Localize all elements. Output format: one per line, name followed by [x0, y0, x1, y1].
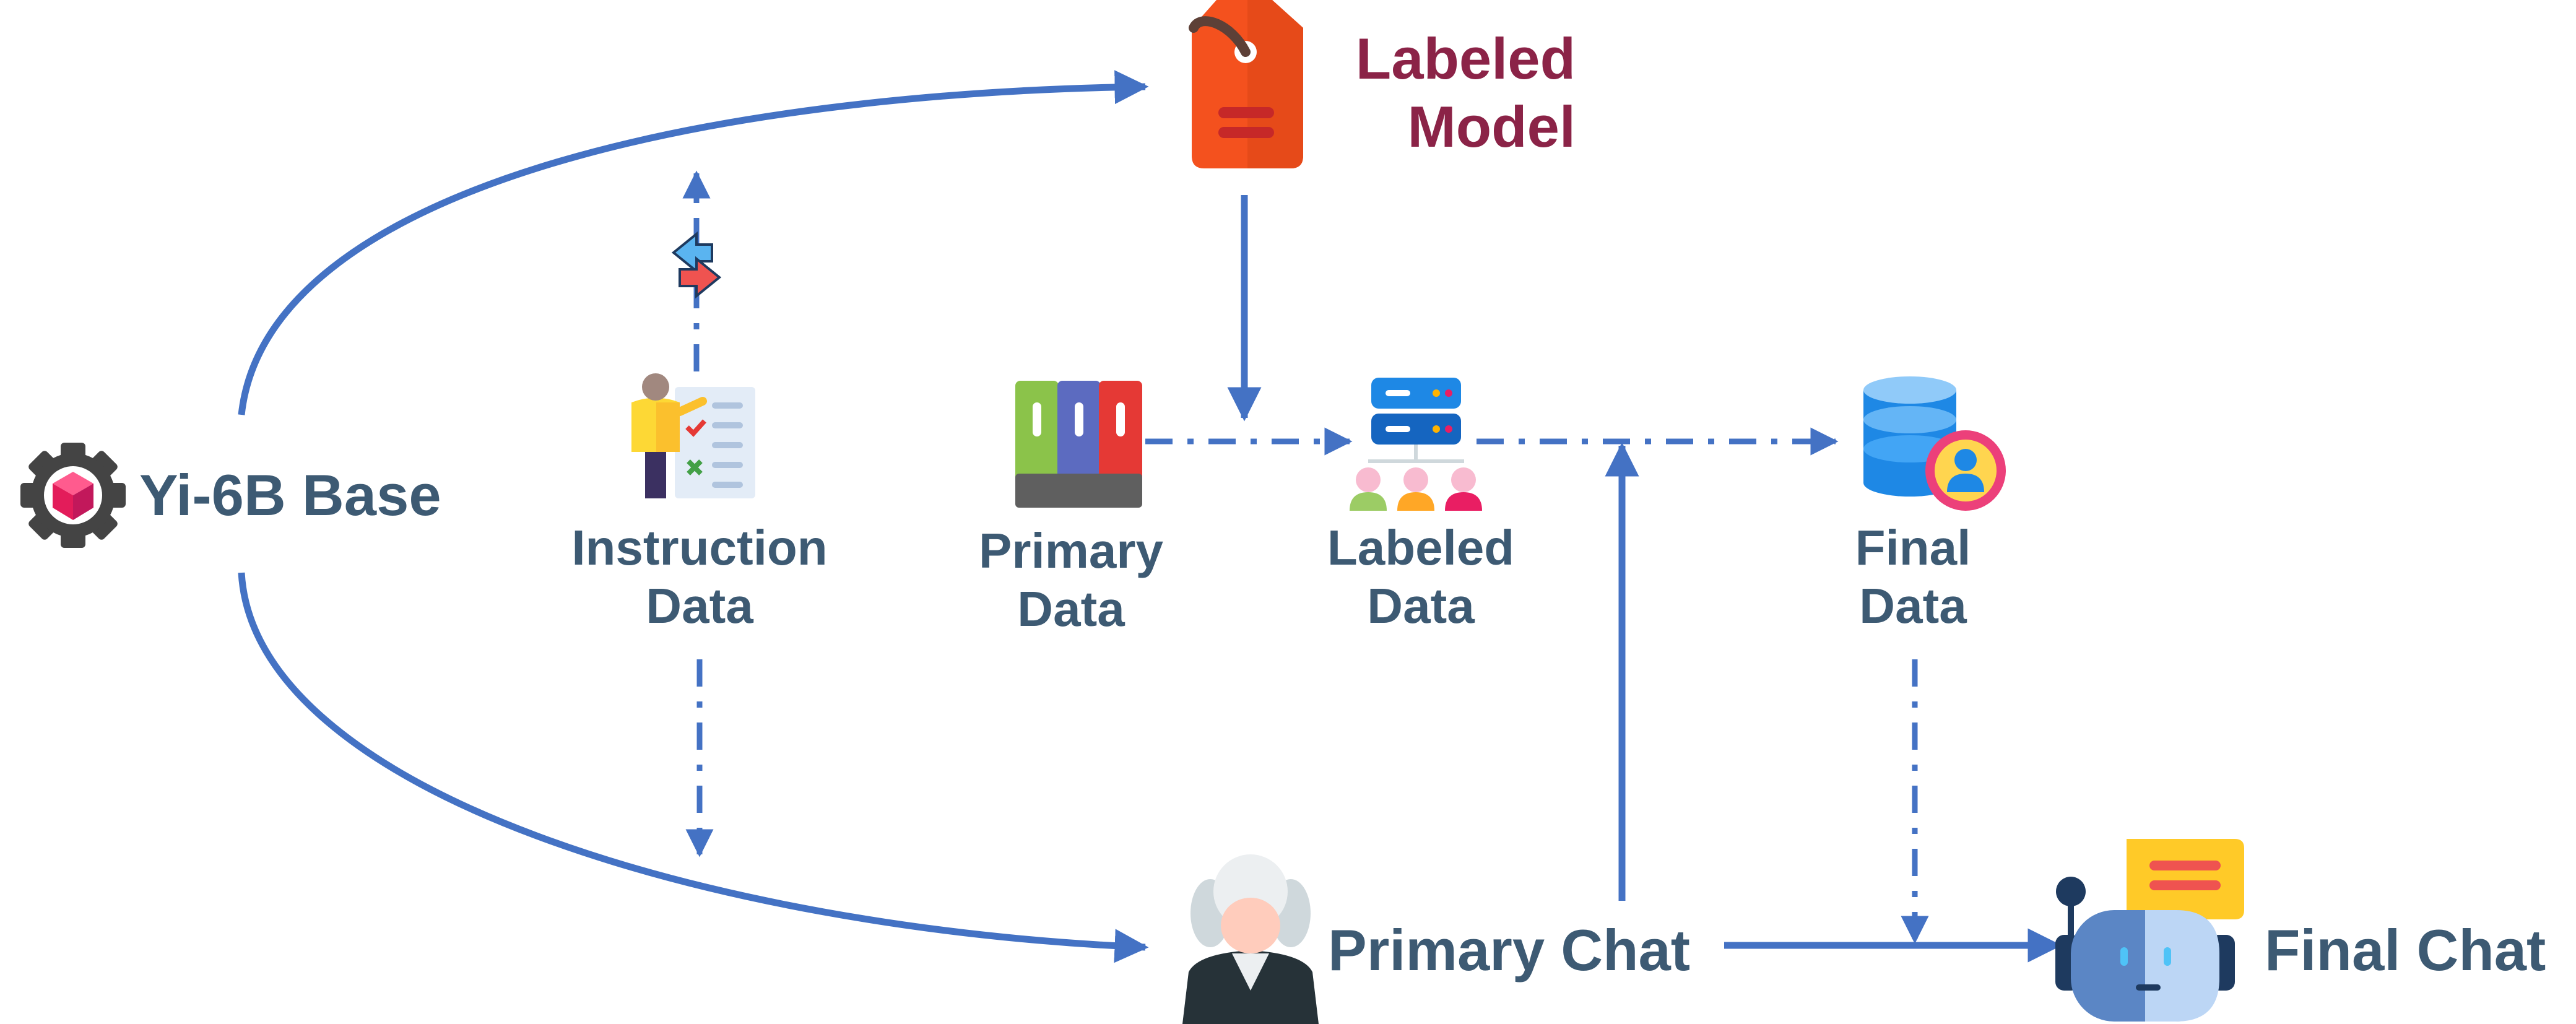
database-user-icon: [1863, 376, 2006, 511]
judge-icon: [1182, 854, 1319, 1024]
primary-data-label: Primary Data: [979, 523, 1163, 636]
primary-chat-label: Primary Chat: [1328, 918, 1691, 983]
price-tag-icon: [1189, 0, 1303, 168]
exchange-arrows-icon: [671, 231, 722, 299]
server-users-icon: [1350, 378, 1482, 511]
final-chat-label: Final Chat: [2265, 918, 2546, 983]
labeled-model-label: Labeled Model: [1355, 26, 1576, 159]
chatbot-icon: [2055, 839, 2244, 1022]
arrow-base-to-primary-chat: [238, 572, 1149, 963]
instruction-data-label: Instruction Data: [571, 520, 828, 633]
gear-cube-icon: [20, 443, 126, 548]
teacher-checklist-icon: [631, 373, 755, 498]
arrow-base-to-labeled-model: [238, 70, 1149, 415]
labeled-data-label: Labeled Data: [1327, 520, 1515, 633]
binders-icon: [1015, 381, 1142, 508]
final-data-label: Final Data: [1855, 520, 1971, 633]
base-model-label: Yi-6B Base: [139, 462, 441, 527]
